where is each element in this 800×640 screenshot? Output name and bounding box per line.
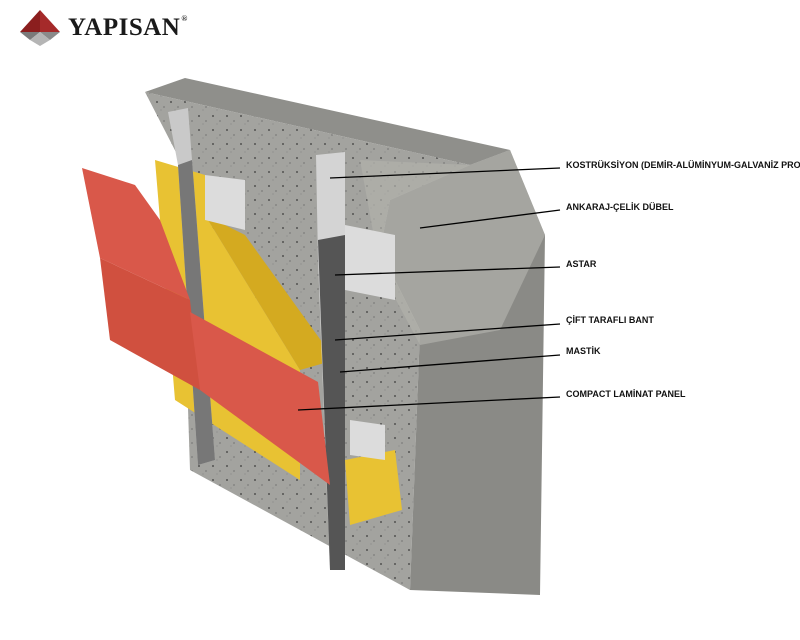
leader-lines	[297, 167, 561, 411]
logo-text: YAPISAN®	[68, 14, 188, 41]
label-double-sided-tape: ÇİFT TARAFLI BANT	[566, 315, 654, 325]
label-construction-profile: KOSTRÜKSİYON (DEMİR-ALÜMİNYUM-GALVANİZ P…	[566, 160, 800, 170]
compact-laminate-panels	[82, 168, 330, 485]
label-compact-laminate-panel: COMPACT LAMİNAT PANEL	[566, 389, 686, 399]
label-anchor-steel-dowel: ANKARAJ-ÇELİK DÜBEL	[566, 202, 674, 212]
label-mastic: MASTİK	[566, 346, 601, 356]
label-primer: ASTAR	[566, 259, 597, 269]
logo-diamond-icon	[20, 10, 60, 46]
yapisan-logo: YAPISAN®	[18, 8, 188, 48]
